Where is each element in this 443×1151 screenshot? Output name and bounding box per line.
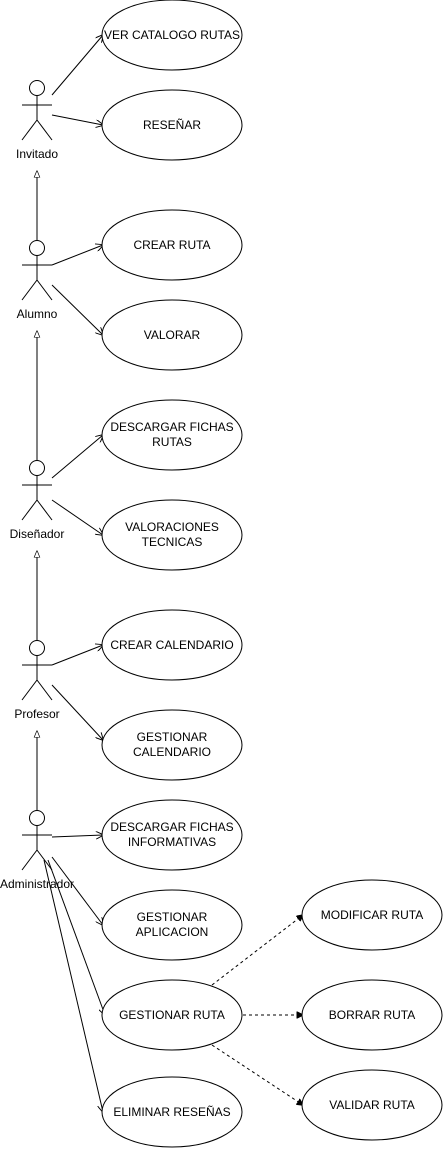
assoc-disenador-valoraciones-tecnicas[interactable]: [51, 499, 103, 535]
use-case-validar-ruta[interactable]: VALIDAR RUTA: [301, 1069, 443, 1141]
use-case-label: GESTIONAR RUTA: [119, 1008, 225, 1022]
actor-head-icon: [29, 460, 45, 476]
use-case-label: VALORAR: [144, 328, 201, 342]
assoc-invitado-ver-catalogo[interactable]: [51, 35, 103, 96]
assoc-administrador-descargar-fichas-informativas[interactable]: [51, 835, 103, 837]
assoc-profesor-gestionar-calendario[interactable]: [51, 684, 103, 740]
use-case-label: VALIDAR RUTA: [329, 1098, 415, 1112]
actor-head-icon: [29, 640, 45, 656]
assoc-administrador-gestionar-aplicacion[interactable]: [51, 856, 103, 925]
actor-profesor[interactable]: [21, 640, 53, 701]
assoc-alumno-valorar[interactable]: [51, 284, 103, 335]
actor-label-administrador: Administrador: [0, 877, 74, 891]
assoc-disenador-descargar-fichas-rutas[interactable]: [51, 435, 103, 479]
use-case-label: MODIFICAR RUTA: [321, 908, 423, 922]
use-case-gestionar-ruta[interactable]: GESTIONAR RUTA: [101, 979, 243, 1051]
actor-alumno[interactable]: [21, 240, 53, 301]
assoc-invitado-resenar[interactable]: [51, 114, 103, 125]
use-case-ver-catalogo[interactable]: VER CATALOGO RUTAS: [101, 0, 243, 71]
actor-label-alumno: Alumno: [17, 307, 58, 321]
assoc-profesor-crear-calendario[interactable]: [51, 645, 103, 666]
use-case-label: CREAR CALENDARIO: [110, 638, 233, 652]
use-case-crear-calendario[interactable]: CREAR CALENDARIO: [101, 609, 243, 681]
actor-administrador[interactable]: [21, 810, 53, 871]
use-case-label: BORRAR RUTA: [329, 1008, 415, 1022]
use-case-label: RESEÑAR: [143, 118, 201, 132]
use-case-borrar-ruta[interactable]: BORRAR RUTA: [301, 979, 443, 1051]
use-case-label: CREAR RUTA: [133, 238, 210, 252]
use-case-crear-ruta[interactable]: CREAR RUTA: [101, 209, 243, 281]
use-case-label: VER CATALOGO RUTAS: [104, 28, 240, 42]
use-case-valorar[interactable]: VALORAR: [101, 299, 243, 371]
use-case-label: ELIMINAR RESEÑAS: [113, 1105, 230, 1119]
assoc-alumno-crear-ruta[interactable]: [51, 245, 103, 266]
use-case-eliminar-resenas[interactable]: ELIMINAR RESEÑAS: [101, 1076, 243, 1148]
actor-label-invitado: Invitado: [16, 147, 58, 161]
use-case-modificar-ruta[interactable]: MODIFICAR RUTA: [301, 879, 443, 951]
actor-head-icon: [29, 810, 45, 826]
actor-head-icon: [29, 80, 45, 96]
assoc-administrador-eliminar-resenas[interactable]: [43, 859, 103, 1112]
assoc-administrador-gestionar-ruta[interactable]: [47, 859, 105, 1015]
actor-label-disenador: Diseñador: [10, 527, 65, 541]
actor-invitado[interactable]: [21, 80, 53, 141]
use-case-resenar[interactable]: RESEÑAR: [101, 89, 243, 161]
actor-label-profesor: Profesor: [14, 707, 59, 721]
actor-head-icon: [29, 240, 45, 256]
actor-disenador[interactable]: [21, 460, 53, 521]
extends-modificar-ruta[interactable]: [211, 915, 303, 986]
extends-validar-ruta[interactable]: [211, 1044, 303, 1105]
